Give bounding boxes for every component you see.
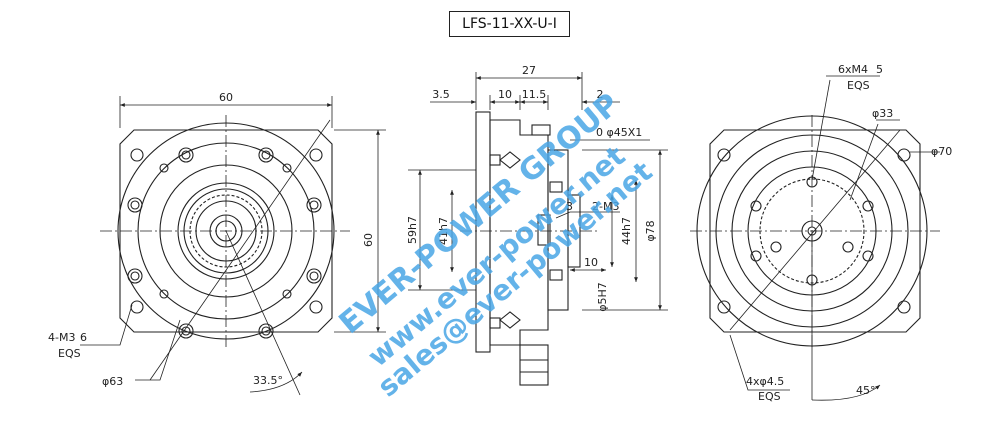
rear-angle: 45°: [856, 384, 876, 397]
front-corner-hole: [309, 148, 323, 162]
front-tapped-holes: 4-M3: [48, 331, 75, 344]
side-view: [408, 72, 668, 386]
front-corner-hole: [309, 300, 323, 314]
side-dim-11-5: 11.5: [522, 88, 547, 101]
rear-outer-dia: φ70: [931, 145, 952, 158]
rear-holes-eqs: EQS: [758, 390, 781, 403]
rear-labels: 6xM4 5 EQS φ33 φ70 4xφ4.5 EQS 45°: [746, 63, 952, 403]
front-height-dim: 60: [362, 233, 375, 247]
side-dim-2: 2: [597, 88, 604, 101]
side-fit-59: 59h7: [406, 216, 419, 244]
front-corner-hole: [130, 148, 144, 162]
front-flange-outline: [119, 129, 333, 333]
side-dim-10: 10: [498, 88, 512, 101]
rear-flange-outline: [709, 129, 921, 333]
front-width-dim: 60: [219, 91, 233, 104]
side-dim-3: 3: [566, 200, 573, 213]
side-chamfer: 0 φ45X1: [596, 126, 642, 139]
side-dia-78: φ78: [644, 220, 657, 241]
rear-tapped-holes: 6xM4: [838, 63, 868, 76]
front-tapped-eqs: EQS: [58, 347, 81, 360]
rear-holes: 4xφ4.5: [746, 375, 784, 388]
rear-pcd: φ33: [872, 107, 893, 120]
side-fit-5: φ5H7: [596, 282, 609, 312]
side-fit-41: 41h7: [437, 217, 450, 245]
side-overall-length: 27: [522, 64, 536, 77]
side-fit-44: 44h7: [620, 217, 633, 245]
front-view: [80, 96, 386, 396]
side-labels: 27 3.5 10 11.5 2 0 φ45X1 3 2-M3 10 59h7 …: [406, 64, 657, 312]
rear-tapped-depth: 5: [876, 63, 883, 76]
side-screws: 2-M3: [592, 200, 619, 213]
rear-view: [690, 75, 940, 401]
front-tapped-depth: 6: [80, 331, 87, 344]
front-circle-dim: φ63: [102, 375, 123, 388]
rear-tapped-eqs: EQS: [847, 79, 870, 92]
front-labels: 60 60 4-M3 6 EQS φ63 33.5°: [48, 91, 375, 388]
model-title: LFS-11-XX-U-I: [449, 11, 570, 37]
front-angle-dim: 33.5°: [253, 374, 283, 387]
front-corner-hole: [130, 300, 144, 314]
side-dim-10b: 10: [584, 256, 598, 269]
side-dim-3-5: 3.5: [432, 88, 450, 101]
